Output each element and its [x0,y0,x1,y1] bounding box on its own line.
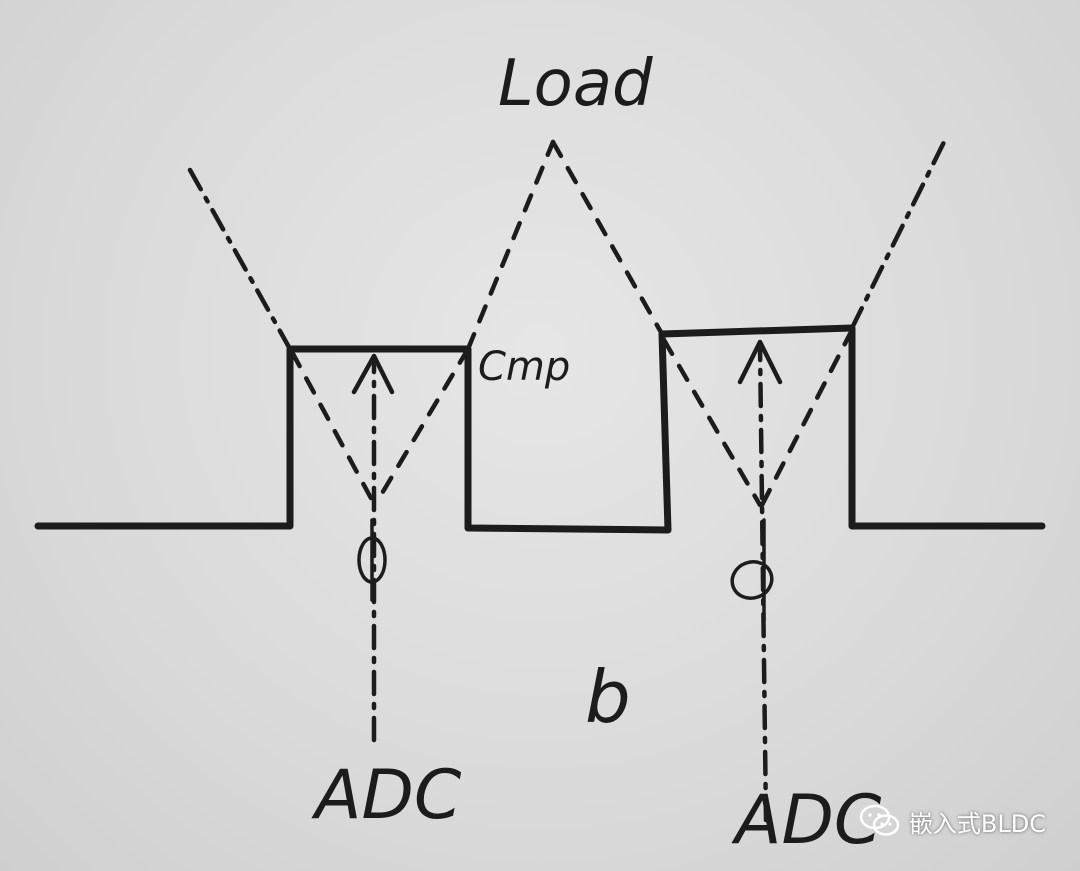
dashed-line-left-outer [187,167,293,352]
adc-left-arrow-head [351,353,395,395]
wechat-icon [859,804,900,836]
label-cmp: Cmp [478,344,570,390]
dashed-line-left-inner-a [289,349,375,503]
watermark-text: 嵌入式BLDC [908,809,1046,838]
watermark: 嵌入式BLDC [859,803,1046,839]
adc-right-arrow-head [737,339,783,385]
pwm-waveform [34,324,1046,534]
dashed-line-right-inner-a [661,337,763,508]
label-load: Load [498,47,653,121]
dashed-line-load-left [465,139,556,352]
dashed-line-load-right [550,139,665,337]
dashed-line-right-outer [849,137,948,331]
label-adc-right: ADC [731,781,882,860]
dashed-line-left-inner-b [375,346,471,503]
dashed-line-right-inner-b [759,327,855,508]
label-b: b [585,655,631,739]
phi-mark-right [730,560,774,600]
label-adc-left: ADC [311,756,462,835]
